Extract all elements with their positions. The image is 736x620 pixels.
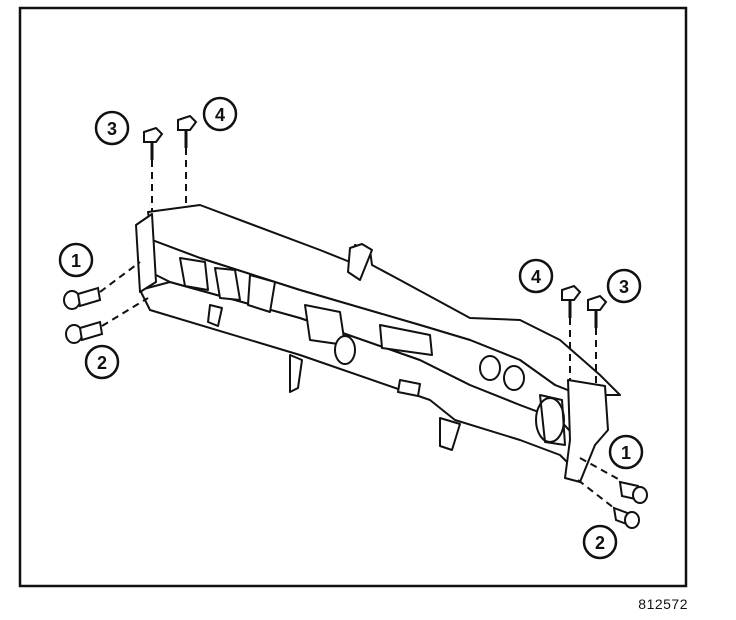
callout-label-right-3: 3 bbox=[619, 277, 629, 297]
callout-label-right-1: 1 bbox=[621, 443, 631, 463]
callout-circle-right-1 bbox=[608, 434, 644, 470]
callout-label-left-3: 3 bbox=[107, 119, 117, 139]
bolt-left-2-icon bbox=[65, 297, 149, 344]
callout-label-left-4: 4 bbox=[215, 105, 225, 125]
callout-circle-left-2 bbox=[84, 344, 120, 380]
callout-label-right-2: 2 bbox=[595, 533, 605, 553]
callout-label-left-1: 1 bbox=[71, 251, 81, 271]
callout-circle-right-2 bbox=[582, 524, 618, 560]
callout-label-right-4: 4 bbox=[531, 267, 541, 287]
instrument-panel-carrier bbox=[135, 204, 621, 483]
callout-circle-left-3 bbox=[94, 110, 130, 146]
bolt-left-4-icon bbox=[177, 114, 198, 205]
bolt-left-1-icon bbox=[63, 261, 141, 310]
callout-circle-right-4 bbox=[518, 258, 554, 294]
figure-frame bbox=[18, 6, 688, 588]
figure-reference-number: 812572 bbox=[638, 596, 688, 612]
callout-circle-left-4 bbox=[202, 96, 238, 132]
bolt-right-4-icon bbox=[561, 284, 582, 380]
callout-label-left-2: 2 bbox=[97, 353, 107, 373]
bolt-right-2-icon bbox=[577, 479, 640, 529]
bolt-left-3-icon bbox=[143, 126, 164, 212]
bolt-right-3-icon bbox=[587, 294, 608, 385]
callout-circle-right-3 bbox=[606, 268, 642, 304]
callout-circle-left-1 bbox=[58, 242, 94, 278]
bolt-right-1-icon bbox=[579, 457, 648, 504]
